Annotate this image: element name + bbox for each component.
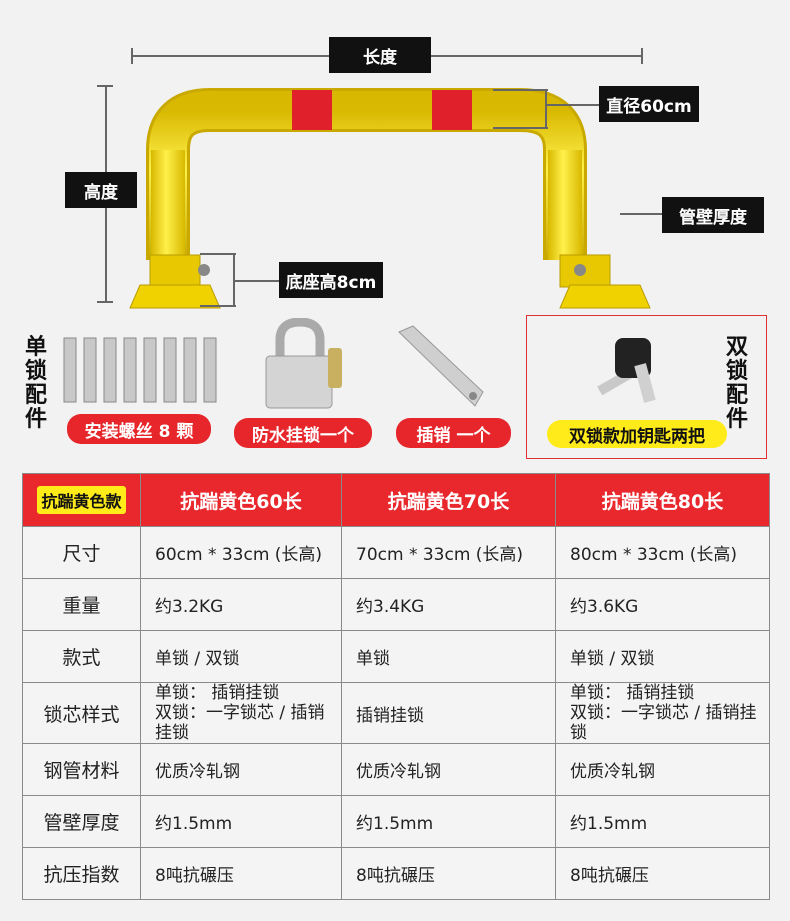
table-cell: 优质冷轧钢 — [555, 743, 770, 796]
table-cell: 约1.5mm — [140, 795, 342, 848]
height-label: 高度 — [65, 172, 137, 208]
table-cell: 单锁 — [341, 630, 556, 683]
length-tick-right — [641, 48, 643, 64]
table-cell: 单锁 / 双锁 — [140, 630, 342, 683]
table-cell: 单锁 / 双锁 — [555, 630, 770, 683]
height-tick-bottom — [97, 301, 113, 303]
screws-label: 安装螺丝 8 颗 — [67, 414, 211, 444]
double-lock-box: 双锁款加钥匙两把 — [526, 315, 767, 459]
table-cell: 8吨抗碾压 — [555, 847, 770, 900]
wall-thickness-label: 管壁厚度 — [662, 197, 764, 233]
table-header-row: 抗踹黄色款 抗踹黄色60长 抗踹黄色70长 抗踹黄色80长 — [22, 473, 770, 527]
row-label: 抗压指数 — [22, 847, 141, 900]
row-label: 重量 — [22, 578, 141, 631]
parking-barrier-illustration — [129, 88, 651, 309]
table-cell: 优质冷轧钢 — [341, 743, 556, 796]
base-tick-bottom — [200, 305, 236, 307]
cell-line: 双锁：一字锁芯 / 插销挂锁 — [155, 703, 325, 743]
table-row: 管壁厚度 约1.5mm 约1.5mm 约1.5mm — [22, 795, 770, 848]
header-style-tag: 抗踹黄色款 — [37, 486, 126, 514]
cell-line: 单锁： 插销挂锁 — [155, 683, 280, 703]
diameter-tick-bottom — [493, 127, 548, 129]
base-leader — [235, 280, 279, 282]
table-row: 抗压指数 8吨抗碾压 8吨抗碾压 8吨抗碾压 — [22, 847, 770, 900]
table-row: 锁芯样式 单锁： 插销挂锁 双锁：一字锁芯 / 插销挂锁 插销挂锁 单锁： 插销… — [22, 682, 770, 744]
pin-illustration — [398, 325, 484, 407]
screws-illustration — [63, 337, 217, 403]
cell-line: 单锁： 插销挂锁 — [570, 683, 695, 703]
height-tick-top — [97, 85, 113, 87]
row-label: 管壁厚度 — [22, 795, 141, 848]
pin-label: 插销 一个 — [396, 418, 511, 448]
table-cell: 单锁： 插销挂锁 双锁：一字锁芯 / 插销挂锁 — [555, 682, 770, 744]
table-cell: 单锁： 插销挂锁 双锁：一字锁芯 / 插销挂锁 — [140, 682, 342, 744]
diameter-tick-top — [493, 89, 548, 91]
table-row: 重量 约3.2KG 约3.4KG 约3.6KG — [22, 578, 770, 631]
length-tick-left — [131, 48, 133, 64]
padlock-label: 防水挂锁一个 — [234, 418, 372, 448]
row-label: 钢管材料 — [22, 743, 141, 796]
table-cell: 70cm * 33cm (长高) — [341, 526, 556, 579]
length-label: 长度 — [329, 37, 431, 73]
header-cell-60: 抗踹黄色60长 — [140, 473, 342, 527]
table-row: 钢管材料 优质冷轧钢 优质冷轧钢 优质冷轧钢 — [22, 743, 770, 796]
table-cell: 8吨抗碾压 — [140, 847, 342, 900]
table-cell: 约3.2KG — [140, 578, 342, 631]
base-line — [233, 253, 235, 307]
table-cell: 约1.5mm — [555, 795, 770, 848]
table-cell: 约1.5mm — [341, 795, 556, 848]
spec-table: 抗踹黄色款 抗踹黄色60长 抗踹黄色70长 抗踹黄色80长 尺寸 60cm * … — [22, 473, 770, 900]
keys-label: 双锁款加钥匙两把 — [547, 420, 727, 448]
diameter-label: 直径60cm — [599, 86, 699, 122]
table-cell: 优质冷轧钢 — [140, 743, 342, 796]
table-cell: 8吨抗碾压 — [341, 847, 556, 900]
row-label: 尺寸 — [22, 526, 141, 579]
table-cell: 80cm * 33cm (长高) — [555, 526, 770, 579]
table-row: 款式 单锁 / 双锁 单锁 单锁 / 双锁 — [22, 630, 770, 683]
table-cell: 60cm * 33cm (长高) — [140, 526, 342, 579]
diameter-line — [545, 89, 547, 129]
cell-line: 双锁：一字锁芯 / 插销挂锁 — [570, 703, 757, 743]
table-cell: 约3.4KG — [341, 578, 556, 631]
wall-leader — [620, 213, 662, 215]
row-label: 锁芯样式 — [22, 682, 141, 744]
row-label: 款式 — [22, 630, 141, 683]
header-cell-70: 抗踹黄色70长 — [341, 473, 556, 527]
table-row: 尺寸 60cm * 33cm (长高) 70cm * 33cm (长高) 80c… — [22, 526, 770, 579]
table-cell: 约3.6KG — [555, 578, 770, 631]
base-height-label: 底座高8cm — [279, 262, 383, 298]
table-cell: 插销挂锁 — [341, 682, 556, 744]
header-cell-style: 抗踹黄色款 — [22, 473, 141, 527]
single-lock-accessories-label: 单锁配件 — [24, 335, 47, 432]
base-tick-top — [200, 253, 236, 255]
keys-illustration — [597, 338, 656, 403]
diameter-leader — [547, 104, 599, 106]
double-lock-accessories-label: 双锁配件 — [725, 335, 748, 432]
header-cell-80: 抗踹黄色80长 — [555, 473, 770, 527]
padlock-illustration — [265, 318, 342, 409]
